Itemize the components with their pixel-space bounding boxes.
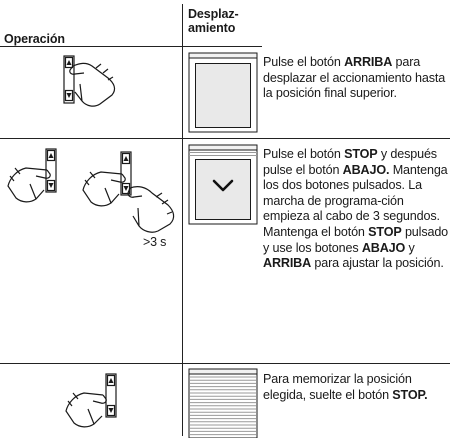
column-header-movement-line1: Desplaz- — [188, 7, 239, 21]
header-rule — [0, 46, 262, 47]
column-header-operation: Operación — [4, 32, 65, 46]
row3-description: Para memorizar la posición elegida, suel… — [263, 372, 428, 402]
row2-description: Pulse el botón STOP y después pulse el b… — [263, 147, 449, 271]
column-divider — [182, 4, 183, 436]
column-header-movement-line2: amiento — [188, 21, 236, 35]
row1-description: Pulse el botón ARRIBA para desplazar el … — [263, 55, 446, 101]
hold-duration-label: >3 s — [143, 235, 167, 249]
row-divider-1 — [0, 138, 450, 139]
row-divider-2 — [0, 363, 450, 364]
column-header-movement: Desplaz- amiento — [188, 7, 239, 35]
